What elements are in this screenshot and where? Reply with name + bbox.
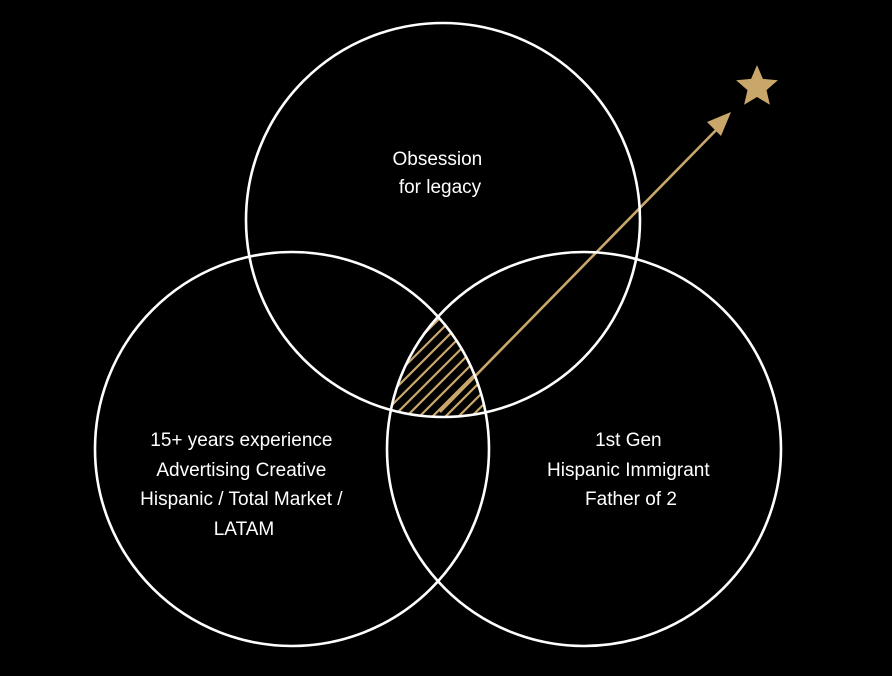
- set-label-right-line: Hispanic Immigrant: [547, 460, 710, 481]
- set-label-right: 1st Gen Hispanic Immigrant Father of 2: [547, 430, 715, 510]
- hatch-line: [458, 259, 489, 417]
- hatch-line: [387, 259, 489, 417]
- hatch-line: [387, 259, 421, 417]
- hatch-line: [56, 260, 316, 520]
- hatch-line: [445, 259, 489, 417]
- arrow-shaft: [439, 123, 723, 413]
- set-label-top-line: Obsession: [392, 149, 482, 170]
- hatch-line: [387, 259, 408, 417]
- hatch-line: [69, 260, 329, 520]
- hatch-line: [95, 260, 355, 520]
- hatch-line: [30, 260, 290, 520]
- hatch-lines: [0, 259, 892, 520]
- hatch-line: [0, 260, 160, 520]
- set-label-left-line: Advertising Creative: [156, 460, 326, 481]
- hatch-line: [0, 260, 251, 520]
- set-label-top-line: for legacy: [399, 177, 482, 198]
- hatch-line: [0, 260, 186, 520]
- hatch-line: [628, 260, 888, 520]
- triple-intersection-hatch: [0, 259, 892, 520]
- hatch-line: [693, 260, 892, 520]
- venn-circle-right: [385, 250, 783, 648]
- hatch-line: [576, 260, 836, 520]
- hatch-line: [484, 259, 489, 417]
- hatch-line: [43, 260, 303, 520]
- hatch-line: [498, 260, 758, 520]
- set-label-top: Obsession for legacy: [392, 149, 487, 198]
- set-label-left-line: 15+ years experience: [150, 430, 332, 451]
- hatch-line: [387, 259, 489, 417]
- hatch-line: [387, 259, 489, 417]
- hatch-line: [387, 259, 489, 417]
- arrow-head: [707, 112, 731, 136]
- set-label-left: 15+ years experience Advertising Creativ…: [140, 430, 348, 540]
- venn-circle-left: [93, 250, 491, 648]
- hatch-line: [615, 260, 875, 520]
- pointer-arrow: [439, 112, 731, 413]
- hatch-line: [387, 259, 434, 417]
- hatch-line: [387, 259, 489, 417]
- hatch-line: [0, 260, 212, 520]
- hatch-line: [563, 260, 823, 520]
- hatch-line: [0, 260, 238, 520]
- hatch-line: [4, 260, 264, 520]
- hatch-line: [387, 259, 489, 417]
- hatch-line: [0, 260, 225, 520]
- set-label-right-line: Father of 2: [585, 489, 677, 510]
- set-label-left-line: Hispanic / Total Market /: [140, 489, 343, 510]
- hatch-line: [589, 260, 849, 520]
- hatch-line: [537, 260, 797, 520]
- hatch-line: [17, 260, 277, 520]
- set-label-right-line: 1st Gen: [595, 430, 662, 451]
- venn-circle-top: [244, 21, 642, 419]
- hatch-line: [0, 260, 199, 520]
- hatch-line: [82, 260, 342, 520]
- hatch-line: [387, 259, 489, 417]
- hatch-line: [108, 260, 368, 520]
- hatch-line: [471, 259, 489, 417]
- hatch-line: [387, 259, 395, 417]
- hatch-line: [387, 259, 489, 417]
- hatch-line: [0, 260, 173, 520]
- hatch-line: [602, 260, 862, 520]
- hatch-line: [524, 260, 784, 520]
- set-label-left-line: LATAM: [214, 519, 275, 540]
- hatch-line: [641, 260, 892, 520]
- star-icon: [736, 65, 778, 105]
